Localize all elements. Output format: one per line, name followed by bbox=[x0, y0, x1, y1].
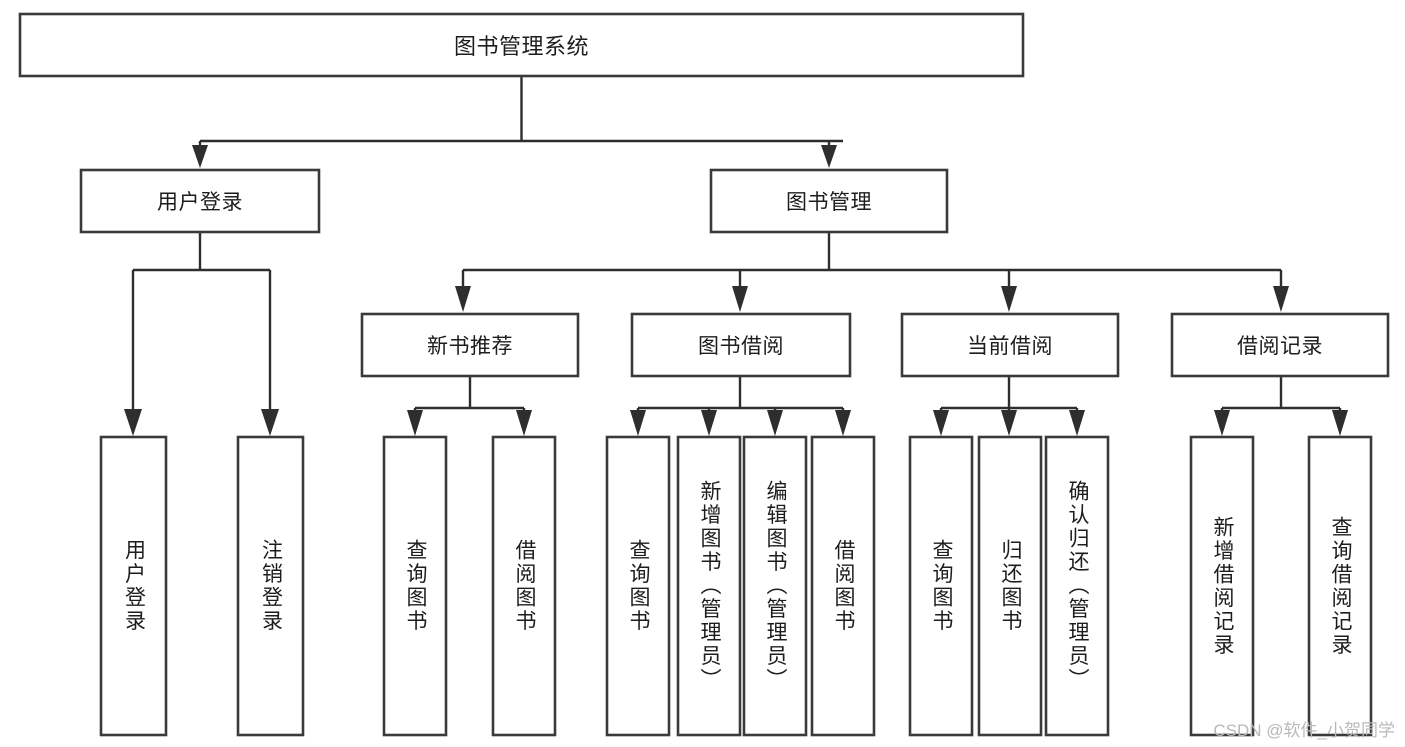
node-leaf-add-book[interactable]: 新增图书（管理员） bbox=[676, 435, 742, 737]
node-leaf-edit-book-label: 编辑图书（管理员） bbox=[764, 480, 788, 692]
node-leaf-borrow-book-1[interactable]: 借阅图书 bbox=[491, 435, 557, 737]
edge-layer bbox=[124, 76, 1348, 436]
node-leaf-user-login-box[interactable] bbox=[99, 435, 168, 737]
node-user-login-box[interactable] bbox=[79, 168, 321, 234]
node-leaf-query-book-2-label: 查询图书 bbox=[627, 539, 651, 633]
node-leaf-query-record-label: 查询借阅记录 bbox=[1329, 515, 1353, 657]
node-leaf-borrow-book-1-box[interactable] bbox=[491, 435, 557, 737]
node-leaf-borrow-book-1-label: 借阅图书 bbox=[513, 539, 537, 633]
arrowhead-leaf-add-record bbox=[1214, 410, 1230, 436]
node-current-borrow[interactable]: 当前借阅 bbox=[900, 312, 1120, 378]
node-leaf-borrow-book-2[interactable]: 借阅图书 bbox=[810, 435, 876, 737]
node-leaf-add-book-box[interactable] bbox=[676, 435, 742, 737]
arrowhead-leaf-edit-book bbox=[767, 410, 783, 436]
node-leaf-user-login-label: 用户登录 bbox=[122, 539, 146, 633]
node-layer: 图书管理系统 用户登录 图书管理 bbox=[18, 12, 1390, 737]
node-leaf-logout-login-box[interactable] bbox=[236, 435, 305, 737]
arrowhead-new-book-recommend bbox=[455, 286, 471, 312]
arrowhead-leaf-return-book bbox=[1001, 410, 1017, 436]
node-leaf-add-book-label: 新增图书（管理员） bbox=[698, 480, 722, 692]
node-leaf-edit-book-box[interactable] bbox=[742, 435, 808, 737]
arrowhead-borrow-record bbox=[1273, 286, 1289, 312]
node-book-borrow-label: 图书借阅 bbox=[698, 335, 784, 358]
node-root-label: 图书管理系统 bbox=[453, 34, 589, 59]
node-root-box[interactable] bbox=[18, 12, 1025, 78]
arrowhead-leaf-borrow-book-2 bbox=[835, 410, 851, 436]
node-leaf-return-book-box[interactable] bbox=[977, 435, 1043, 737]
node-current-borrow-box[interactable] bbox=[900, 312, 1120, 378]
arrowhead-book-borrow bbox=[732, 286, 748, 312]
arrowhead-user-login bbox=[192, 145, 208, 168]
node-leaf-borrow-book-2-box[interactable] bbox=[810, 435, 876, 737]
node-user-login[interactable]: 用户登录 bbox=[79, 168, 321, 234]
node-leaf-query-book-3-box[interactable] bbox=[908, 435, 974, 737]
node-borrow-record-box[interactable] bbox=[1170, 312, 1390, 378]
node-leaf-confirm-return[interactable]: 确认归还（管理员） bbox=[1044, 435, 1110, 737]
node-user-login-label: 用户登录 bbox=[157, 191, 243, 214]
node-leaf-query-book-3[interactable]: 查询图书 bbox=[908, 435, 974, 737]
node-book-manage-label: 图书管理 bbox=[786, 191, 872, 214]
node-leaf-user-login[interactable]: 用户登录 bbox=[99, 435, 168, 737]
node-leaf-add-record-label: 新增借阅记录 bbox=[1211, 515, 1235, 657]
node-leaf-query-book-1[interactable]: 查询图书 bbox=[382, 435, 448, 737]
node-leaf-edit-book[interactable]: 编辑图书（管理员） bbox=[742, 435, 808, 737]
node-leaf-logout-login-label: 注销登录 bbox=[259, 539, 283, 633]
arrowhead-leaf-query-record bbox=[1332, 410, 1348, 436]
node-new-book-recommend-label: 新书推荐 bbox=[427, 335, 513, 358]
node-leaf-borrow-book-2-label: 借阅图书 bbox=[832, 539, 856, 633]
node-borrow-record[interactable]: 借阅记录 bbox=[1170, 312, 1390, 378]
node-leaf-query-book-3-label: 查询图书 bbox=[930, 539, 954, 633]
arrowhead-leaf-confirm-return bbox=[1069, 410, 1085, 436]
arrowhead-leaf-add-book bbox=[701, 410, 717, 436]
node-leaf-return-book[interactable]: 归还图书 bbox=[977, 435, 1043, 737]
arrowhead-leaf-borrow-book-1 bbox=[516, 410, 532, 436]
node-book-manage[interactable]: 图书管理 bbox=[709, 168, 949, 234]
node-leaf-add-record-box[interactable] bbox=[1189, 435, 1255, 737]
node-leaf-query-book-2[interactable]: 查询图书 bbox=[605, 435, 671, 737]
node-leaf-query-book-1-box[interactable] bbox=[382, 435, 448, 737]
node-current-borrow-label: 当前借阅 bbox=[967, 335, 1053, 358]
node-leaf-query-record[interactable]: 查询借阅记录 bbox=[1307, 435, 1373, 737]
node-leaf-logout-login[interactable]: 注销登录 bbox=[236, 435, 305, 737]
node-borrow-record-label: 借阅记录 bbox=[1237, 335, 1323, 358]
node-new-book-recommend[interactable]: 新书推荐 bbox=[360, 312, 580, 378]
arrowhead-leaf-logout-login bbox=[261, 409, 279, 436]
arrowhead-leaf-user-login bbox=[124, 409, 142, 436]
node-leaf-add-record[interactable]: 新增借阅记录 bbox=[1189, 435, 1255, 737]
arrowhead-current-borrow bbox=[1001, 286, 1017, 312]
arrowhead-leaf-query-book-3 bbox=[933, 410, 949, 436]
node-new-book-recommend-box[interactable] bbox=[360, 312, 580, 378]
node-leaf-query-book-2-box[interactable] bbox=[605, 435, 671, 737]
node-book-borrow[interactable]: 图书借阅 bbox=[630, 312, 852, 378]
node-leaf-query-record-box[interactable] bbox=[1307, 435, 1373, 737]
node-leaf-query-book-1-label: 查询图书 bbox=[404, 539, 428, 633]
node-leaf-confirm-return-box[interactable] bbox=[1044, 435, 1110, 737]
arrowhead-leaf-query-book-1 bbox=[407, 410, 423, 436]
node-leaf-confirm-return-label: 确认归还（管理员） bbox=[1066, 480, 1090, 692]
node-book-borrow-box[interactable] bbox=[630, 312, 852, 378]
node-leaf-return-book-label: 归还图书 bbox=[999, 539, 1023, 633]
node-book-manage-box[interactable] bbox=[709, 168, 949, 234]
arrowhead-book-manage bbox=[821, 145, 837, 168]
node-root[interactable]: 图书管理系统 bbox=[18, 12, 1025, 78]
arrowhead-leaf-query-book-2 bbox=[630, 410, 646, 436]
